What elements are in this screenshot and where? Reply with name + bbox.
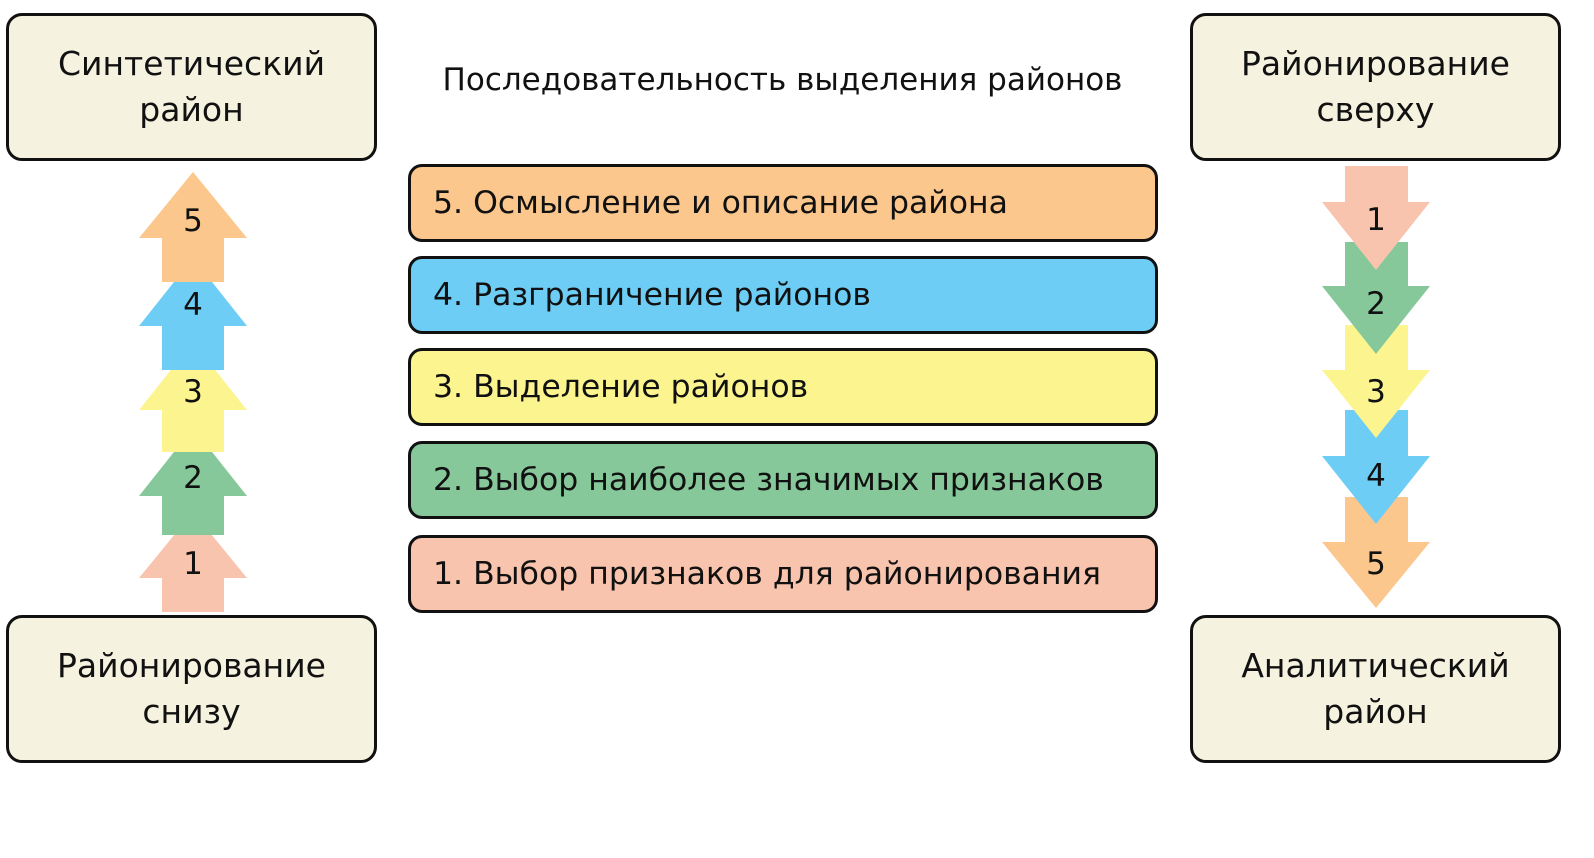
step-4-box: 4. Разграничение районов <box>408 256 1158 334</box>
up-arrow-3-number: 3 <box>183 374 203 410</box>
box-line-2: район <box>1323 692 1428 731</box>
up-arrow-stack: 1 2 3 4 5 <box>139 172 247 612</box>
step-label: 3. Выделение районов <box>433 369 809 405</box>
down-arrow-4: 4 <box>1322 410 1430 524</box>
down-arrow-2-shape <box>1322 242 1430 354</box>
down-arrow-5-number: 5 <box>1366 546 1386 582</box>
box-line-2: сверху <box>1316 90 1435 129</box>
up-arrow-4-number: 4 <box>183 287 203 323</box>
synthetic-region-box: Синтетический район <box>6 13 377 161</box>
up-arrow-2-number: 2 <box>183 460 203 496</box>
up-arrow-4-shape <box>139 258 247 370</box>
up-arrow-1: 1 <box>139 512 247 612</box>
box-line-1: Районирование <box>1241 44 1510 84</box>
down-arrow-1-number: 1 <box>1366 202 1386 238</box>
up-arrow-2: 2 <box>139 428 247 535</box>
step-label: 4. Разграничение районов <box>433 277 871 313</box>
step-label: 5. Осмысление и описание района <box>433 185 1008 221</box>
step-3-box: 3. Выделение районов <box>408 348 1158 426</box>
down-arrow-3: 3 <box>1322 325 1430 438</box>
down-arrow-stack: 5 4 3 2 1 <box>1322 166 1430 608</box>
down-arrow-1: 1 <box>1322 166 1430 270</box>
up-arrow-5-shape <box>139 172 247 282</box>
down-arrow-2: 2 <box>1322 242 1430 354</box>
box-line-1: Аналитический <box>1241 646 1510 686</box>
down-arrow-3-number: 3 <box>1366 374 1386 410</box>
down-arrow-1-shape <box>1322 166 1430 270</box>
analytical-region-box: Аналитический район <box>1190 615 1561 763</box>
up-arrow-1-number: 1 <box>183 546 203 582</box>
up-arrow-4: 4 <box>139 258 247 370</box>
up-arrow-5-number: 5 <box>183 203 203 239</box>
step-1-box: 1. Выбор признаков для районирования <box>408 535 1158 613</box>
down-arrow-4-shape <box>1322 410 1430 524</box>
down-arrow-5-shape <box>1322 497 1430 608</box>
up-arrow-2-shape <box>139 428 247 535</box>
bottom-up-regionalization-box: Районирование снизу <box>6 615 377 763</box>
down-arrow-2-number: 2 <box>1366 286 1386 322</box>
step-label: 1. Выбор признаков для районирования <box>433 556 1101 592</box>
up-arrow-3: 3 <box>139 342 247 452</box>
up-arrow-1-shape <box>139 512 247 612</box>
step-label: 2. Выбор наиболее значимых признаков <box>433 462 1104 498</box>
down-arrow-4-number: 4 <box>1366 458 1386 494</box>
up-arrow-3-shape <box>139 342 247 452</box>
down-arrow-5: 5 <box>1322 497 1430 608</box>
top-down-regionalization-box: Районирование сверху <box>1190 13 1561 161</box>
down-arrow-3-shape <box>1322 325 1430 438</box>
box-line-2: снизу <box>142 692 241 731</box>
box-line-2: район <box>139 90 244 129</box>
step-2-box: 2. Выбор наиболее значимых признаков <box>408 441 1158 519</box>
box-line-1: Районирование <box>57 646 326 686</box>
up-arrow-5: 5 <box>139 172 247 282</box>
box-line-1: Синтетический <box>57 44 326 84</box>
diagram-title: Последовательность выделения районов <box>442 62 1123 98</box>
step-5-box: 5. Осмысление и описание района <box>408 164 1158 242</box>
